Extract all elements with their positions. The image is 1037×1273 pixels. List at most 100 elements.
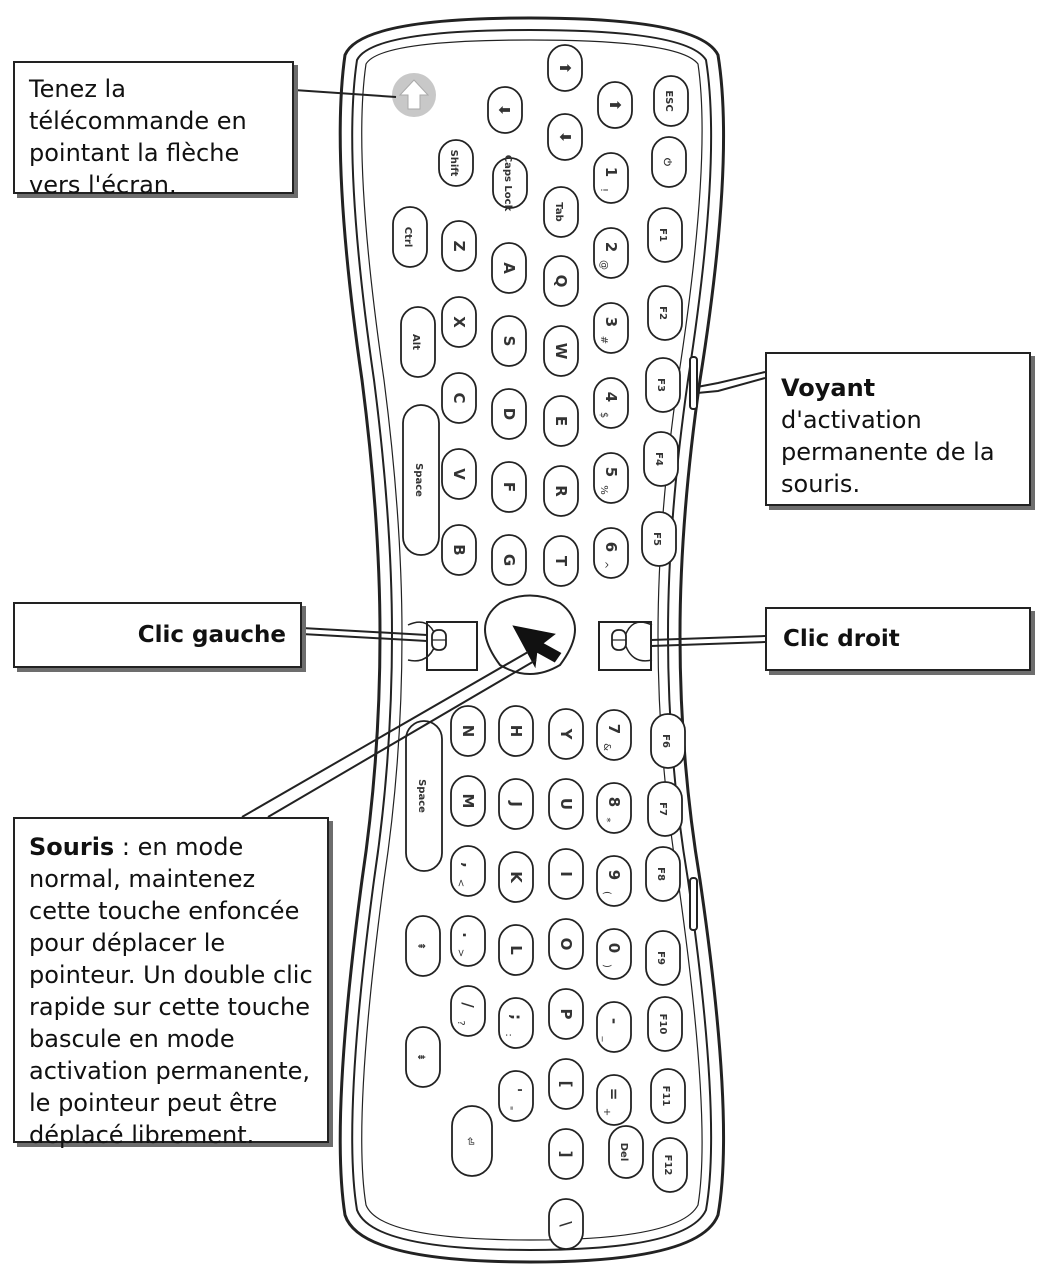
key-lower-num-1: 8* <box>596 782 632 834</box>
key-enter: ⏎ <box>451 1105 493 1177</box>
key-lower-num-1-label: 8 <box>605 797 623 807</box>
key-tab: Tab <box>543 186 579 238</box>
key-x: X <box>441 296 477 348</box>
key-lower-mid-1-label: J <box>507 800 525 807</box>
key-a: A <box>491 242 527 294</box>
key-page-down: ⇟ <box>405 1026 441 1088</box>
voyant-led <box>689 356 698 410</box>
right-click-button <box>598 621 653 671</box>
side-slot-lower <box>689 877 698 931</box>
key-left-arrow: ⬆ <box>487 86 523 134</box>
key-lower-mid-1: J <box>498 778 534 830</box>
key-lower-num-4: -_ <box>596 1001 632 1053</box>
key-c: C <box>441 372 477 424</box>
key-lower-num-1-sublabel: * <box>601 818 612 823</box>
key-lower-num-0-label: 7 <box>605 724 623 734</box>
key-d-label: D <box>500 408 518 420</box>
key-lower-left-4: /? <box>450 985 486 1037</box>
key-lower-mid-4-label: ; <box>507 1014 525 1020</box>
key-g: G <box>491 534 527 586</box>
key-esc-label: ESC <box>663 90 674 111</box>
key-ctrl: Ctrl <box>392 206 428 268</box>
key-s-label: S <box>500 336 518 347</box>
key-num-3-sublabel: # <box>598 336 609 344</box>
key-num-4-sublabel: $ <box>598 412 609 418</box>
callout-leaders <box>241 89 766 818</box>
key-num-6-sublabel: ^ <box>598 561 609 569</box>
key-lower-mid-5: '" <box>498 1070 534 1122</box>
key-b: B <box>441 524 477 576</box>
key-z: Z <box>441 220 477 272</box>
key-down-arrow-label: ⬇ <box>556 131 574 144</box>
key-lower-mid-0: H <box>498 705 534 757</box>
key-num-3-label: 3 <box>602 317 620 327</box>
leader-voyant <box>696 371 766 388</box>
callout-orientation-text: Tenez la télécommande en pointant la flè… <box>29 75 247 199</box>
mouse-pad <box>484 594 576 675</box>
key-v: V <box>441 448 477 500</box>
key-d: D <box>491 388 527 440</box>
key-lower-y-6-label: ] <box>557 1151 575 1158</box>
key-num-6: 6^ <box>593 527 629 579</box>
leader-souris <box>241 651 529 818</box>
key-left-arrow-label: ⬆ <box>496 104 514 117</box>
callout-orientation: Tenez la télécommande en pointant la flè… <box>13 61 294 199</box>
key-lower-num-2-sublabel: ( <box>601 891 612 895</box>
callout-voyant: Voyant d'activation permanente de la sou… <box>765 352 1031 506</box>
callout-souris-rest: : en mode normal, maintenez cette touche… <box>29 833 313 1149</box>
key-num-1: 1! <box>593 152 629 204</box>
key-alt: Alt <box>400 306 436 378</box>
leader-right <box>650 635 766 641</box>
callout-right-click: Clic droit <box>765 607 1031 671</box>
callout-left-click-label: Clic gauche <box>137 622 286 648</box>
key-lower-num-0: 7& <box>596 709 632 761</box>
key-alt-label: Alt <box>410 334 421 350</box>
key-w: W <box>543 325 579 377</box>
key-f2: F2 <box>647 285 683 341</box>
key-lower-num-3-label: 0 <box>605 943 623 953</box>
key-lower-mid-4: ;: <box>498 997 534 1049</box>
key-f9-label: F9 <box>655 951 666 965</box>
key-del-label: Del <box>618 1143 629 1162</box>
key-lower-num-5-sublabel: + <box>601 1108 612 1116</box>
key-power-label: ⏻ <box>661 158 673 166</box>
key-c-label: C <box>450 392 468 403</box>
key-f3: F3 <box>645 357 681 413</box>
key-lower-left-2-label: , <box>459 862 477 868</box>
key-f5: F5 <box>641 511 677 567</box>
key-lower-left-3-label: . <box>459 932 477 938</box>
key-caps-lock-label: Caps Lock <box>502 155 513 212</box>
leader-left-2 <box>301 633 428 642</box>
key-shift: Shift <box>438 139 474 187</box>
key-lower-y-2-label: I <box>557 871 575 877</box>
key-lower-y-5: [ <box>548 1058 584 1110</box>
key-lower-y-1: U <box>548 778 584 830</box>
key-space-lower: Space <box>405 720 443 872</box>
key-a-label: A <box>500 262 518 274</box>
key-space-upper-label: Space <box>413 463 424 497</box>
key-r-label: R <box>552 485 570 497</box>
key-page-up-label: ⇞ <box>415 942 426 950</box>
key-f12: F12 <box>652 1137 688 1193</box>
key-lower-num-4-label: - <box>605 1018 623 1024</box>
key-e: E <box>543 395 579 447</box>
key-r: R <box>543 465 579 517</box>
key-space-upper: Space <box>402 404 440 556</box>
key-num-1-label: 1 <box>602 167 620 177</box>
key-lower-y-4: P <box>548 988 584 1040</box>
keys-lower-section: Space⇞⇟⏎NM,<.> /?HJKL;:'"YUIOP[]\7&8*9(0… <box>405 705 688 1250</box>
key-lower-left-0-label: N <box>459 725 477 738</box>
key-f: F <box>491 461 527 513</box>
callout-souris: Souris : en mode normal, maintenez cette… <box>13 817 329 1149</box>
key-lower-y-0-label: Y <box>557 728 575 741</box>
key-lower-y-7-label: \ <box>557 1221 575 1227</box>
key-page-up: ⇞ <box>405 915 441 977</box>
key-lower-num-3: 0) <box>596 928 632 980</box>
key-f8-label: F8 <box>655 867 666 881</box>
key-g-label: G <box>500 554 518 566</box>
key-s: S <box>491 315 527 367</box>
key-x-label: X <box>450 316 468 328</box>
key-lower-y-3: O <box>548 918 584 970</box>
key-lower-left-2: ,< <box>450 845 486 897</box>
